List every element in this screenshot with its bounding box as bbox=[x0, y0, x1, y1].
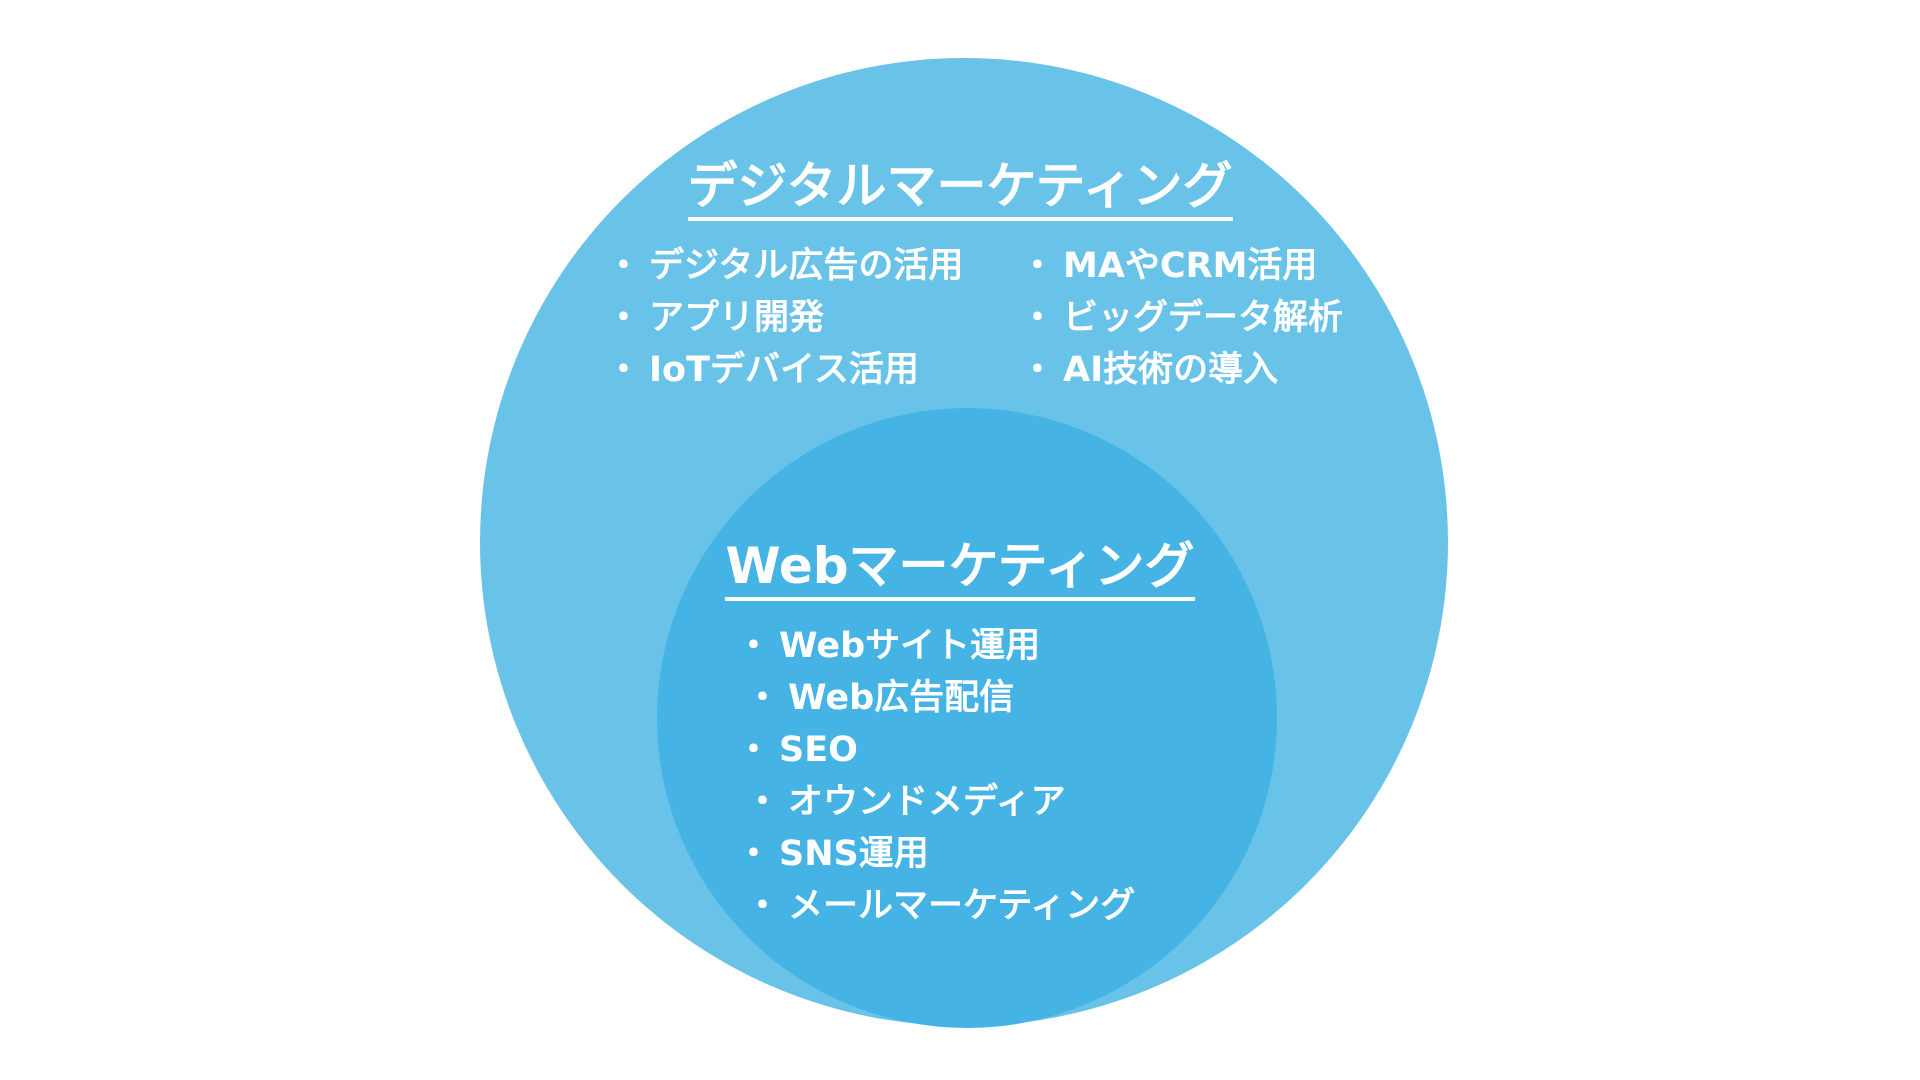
list-item: ・AI技術の導入 bbox=[1020, 350, 1279, 390]
list-item: ・SNS運用 bbox=[736, 834, 929, 874]
list-item: ・Webサイト運用 bbox=[736, 626, 1041, 666]
digital-marketing-list-right: ・MAやCRM活用 ・ビッグデータ解析 ・AI技術の導入 bbox=[1020, 240, 1343, 396]
web-marketing-title: Webマーケティング bbox=[0, 534, 1920, 601]
list-item: ・ビッグデータ解析 bbox=[1020, 298, 1344, 338]
list-item: ・Web広告配信 bbox=[745, 678, 1015, 718]
digital-marketing-list-left: ・デジタル広告の活用 ・アプリ開発 ・IoTデバイス活用 bbox=[606, 240, 963, 396]
web-marketing-list: ・Webサイト運用 ・Web広告配信 ・SEO ・オウンドメディア ・SNS運用… bbox=[736, 620, 1135, 932]
list-item: ・MAやCRM活用 bbox=[1020, 246, 1318, 286]
list-item: ・アプリ開発 bbox=[606, 298, 825, 338]
digital-marketing-title: デジタルマーケティング bbox=[0, 154, 1920, 221]
web-marketing-circle bbox=[657, 408, 1277, 1028]
list-item: ・デジタル広告の活用 bbox=[606, 246, 964, 286]
list-item: ・SEO bbox=[736, 730, 858, 770]
list-item: ・オウンドメディア bbox=[745, 782, 1066, 822]
list-item: ・IoTデバイス活用 bbox=[606, 350, 919, 390]
list-item: ・メールマーケティング bbox=[745, 886, 1136, 926]
